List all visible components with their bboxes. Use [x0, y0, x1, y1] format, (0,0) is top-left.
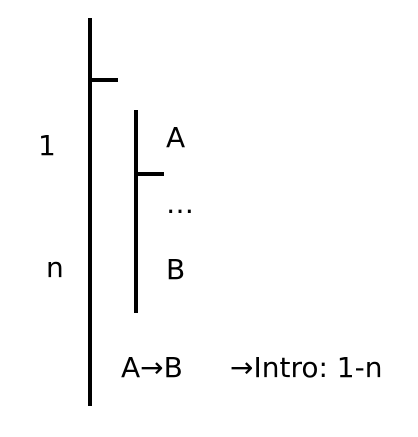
omitted-steps-ellipsis: … — [166, 187, 194, 220]
rule-justification: →Intro: 1-n — [230, 351, 383, 384]
line-number-first: 1 — [38, 129, 56, 162]
conclusion-formula: A→B — [121, 351, 183, 384]
derived-formula: B — [166, 253, 186, 286]
assumption-formula: A — [166, 121, 186, 154]
line-number-last: n — [46, 251, 64, 284]
